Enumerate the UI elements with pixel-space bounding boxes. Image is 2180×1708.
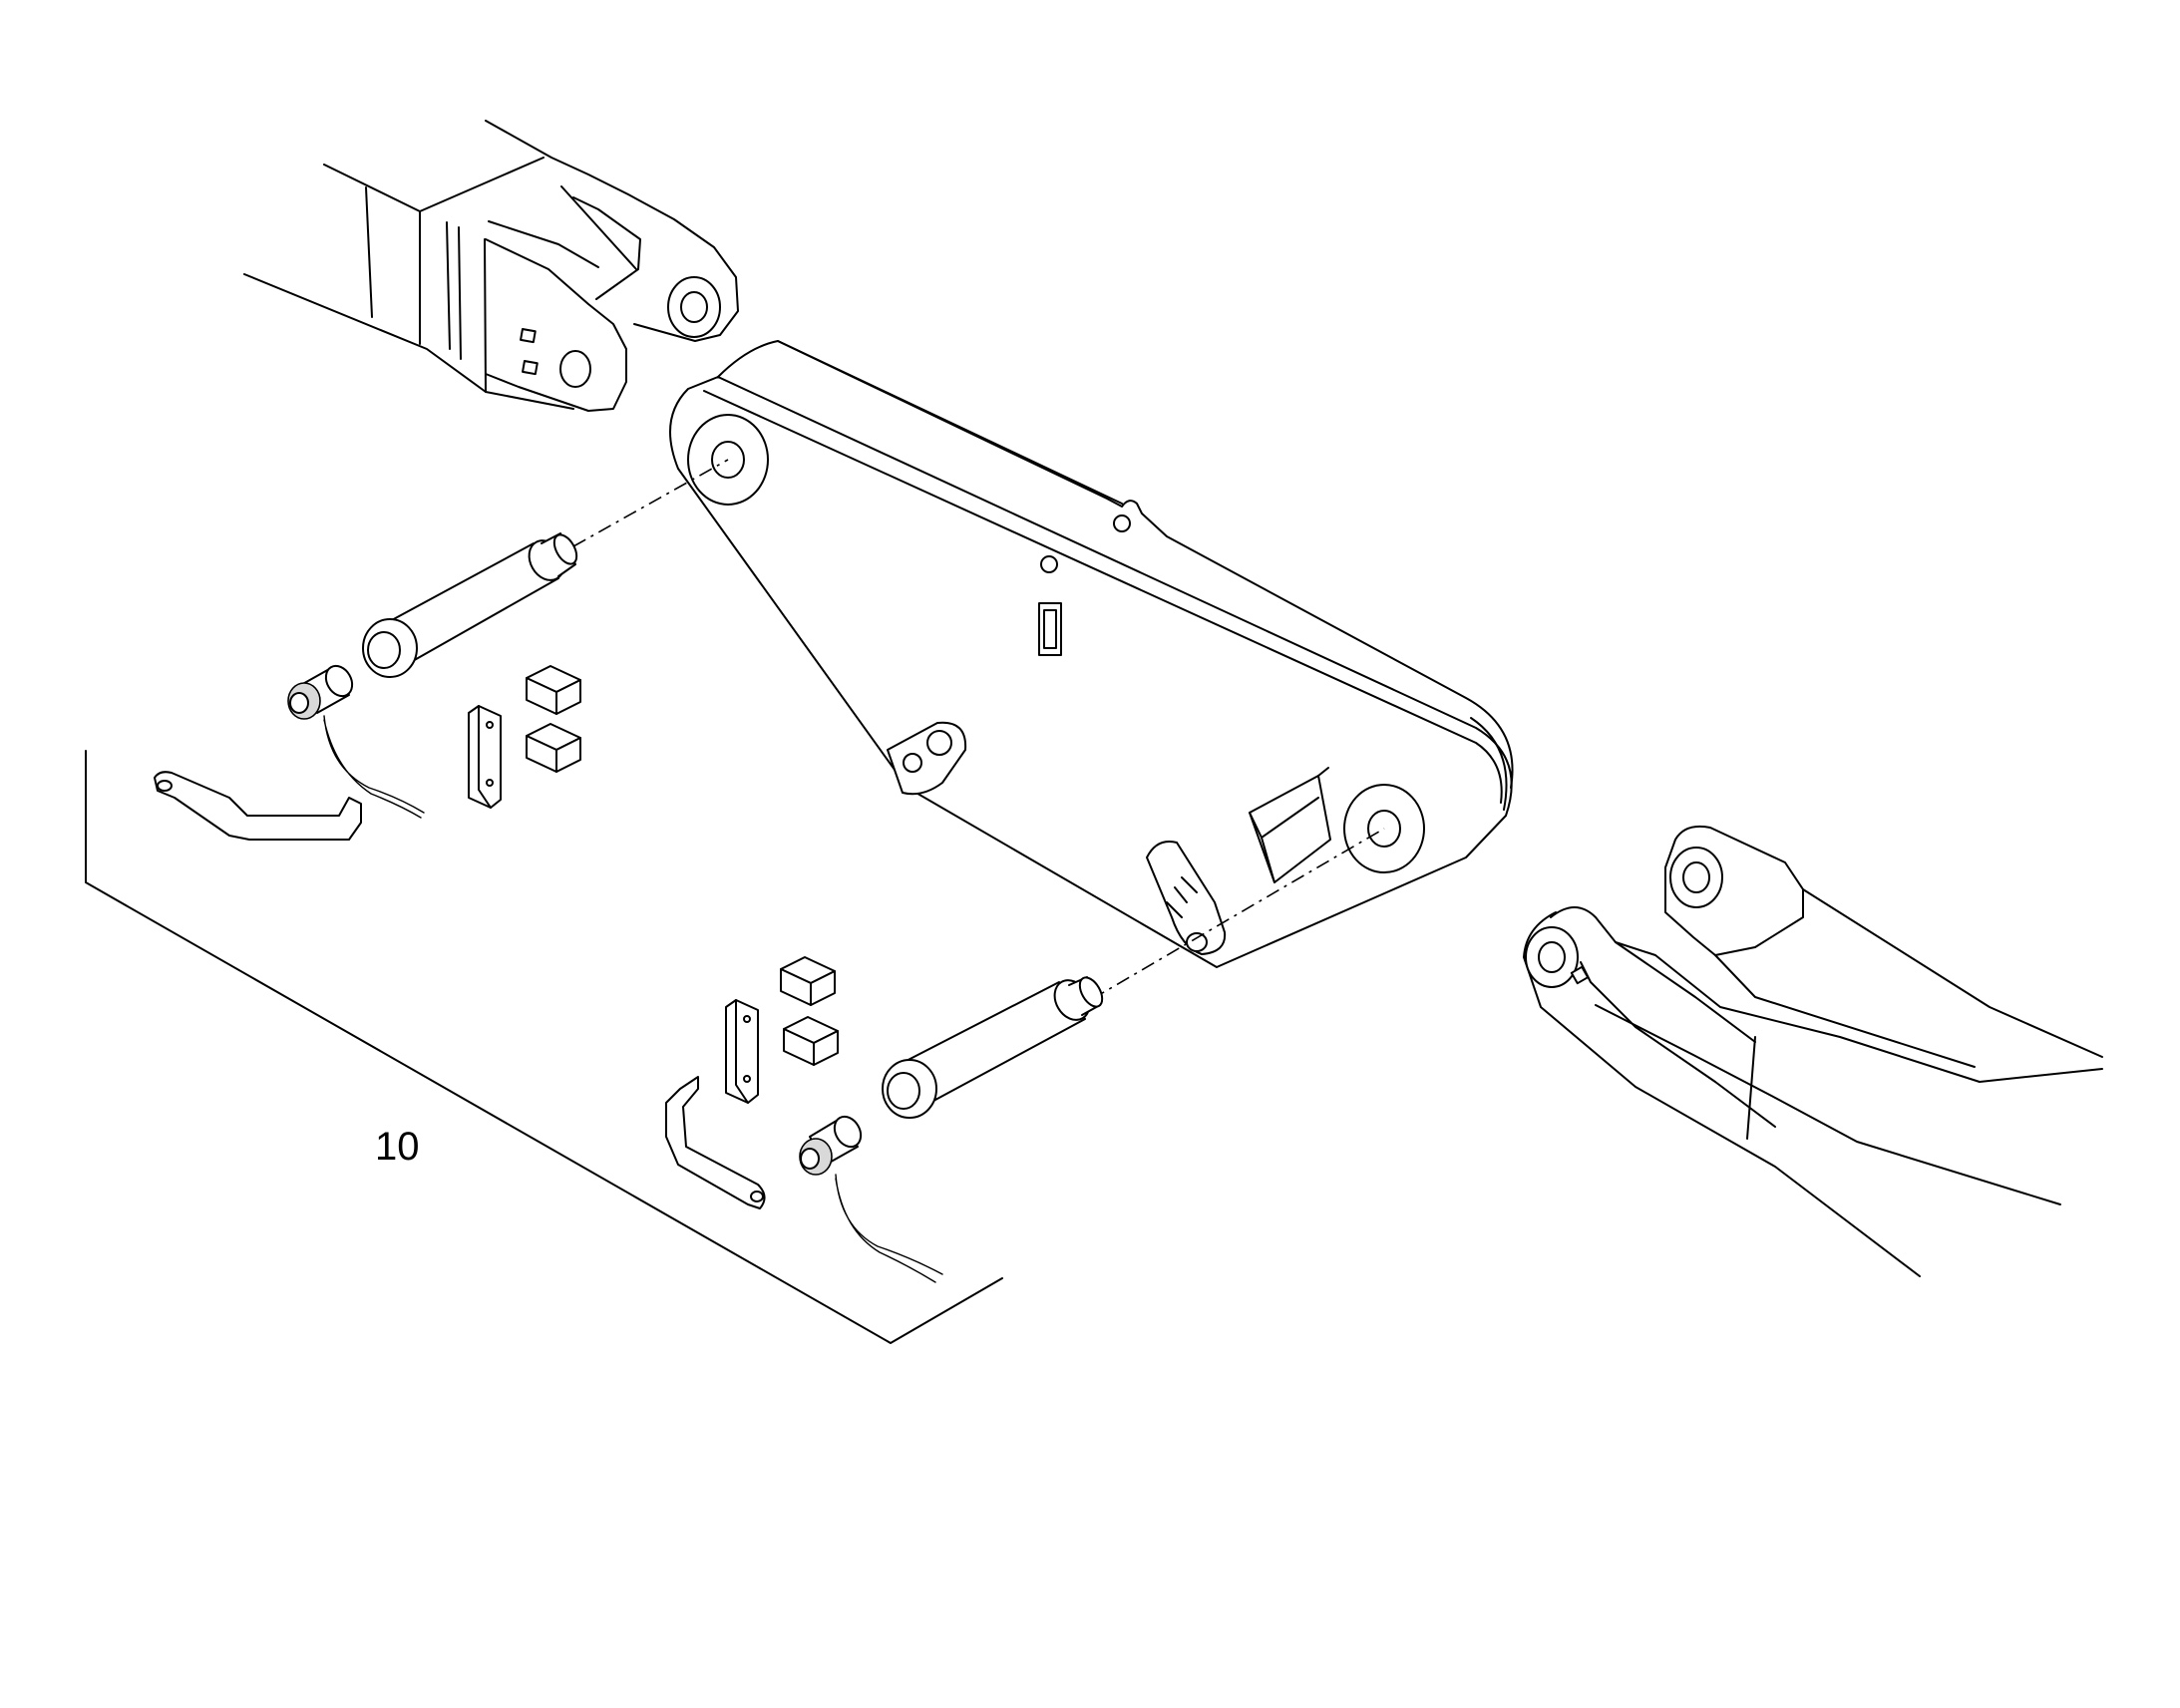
kit-bracket-line — [85, 750, 1003, 1344]
upper-boom-arm — [243, 120, 739, 412]
upper-plate — [468, 705, 502, 809]
lower-spacer-blocks — [780, 956, 839, 1066]
lower-pivot-pin — [882, 976, 1104, 1119]
upper-bracket — [154, 771, 362, 841]
upper-sensor — [287, 664, 425, 819]
lower-plate — [725, 999, 759, 1104]
alignment-lines — [572, 459, 1385, 1000]
intermediate-link-plate — [669, 340, 1514, 968]
lower-bracket — [665, 1076, 766, 1209]
lower-sensor — [799, 1115, 943, 1283]
upper-spacer-blocks — [526, 665, 581, 773]
upper-pivot-pin — [362, 532, 578, 678]
lower-boom-arm — [1523, 825, 2103, 1277]
callout-label: 10 — [375, 1125, 420, 1169]
